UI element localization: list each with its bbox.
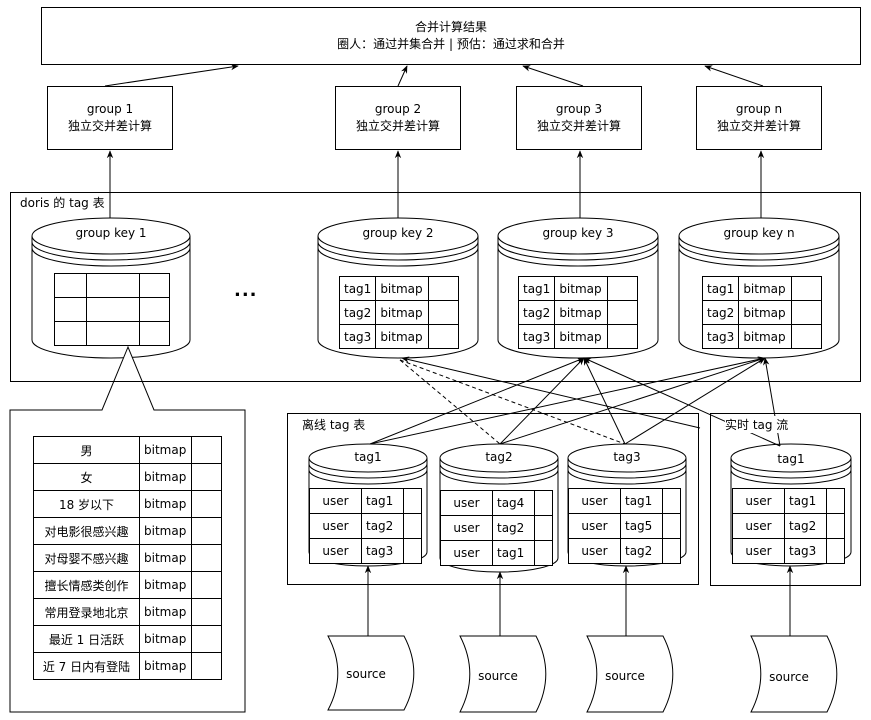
- doris-tag-table-label: doris 的 tag 表: [20, 196, 105, 210]
- realtime-tag1-title: tag1: [777, 452, 805, 466]
- merged-result-subtitle: 圈人：通过并集合并 | 预估：通过求和合并: [337, 37, 565, 51]
- dashed-links: [399, 359, 626, 445]
- ellipsis-indicator: ...: [234, 280, 258, 301]
- realtime-tag-stream-frame: [710, 413, 861, 586]
- source-shape-3: [586, 635, 674, 713]
- source-to-table-arrows: [364, 565, 794, 636]
- group-to-result-arrows: [104, 63, 764, 87]
- group-box-2: group 2 独立交并差计算: [335, 86, 461, 150]
- group-desc: 独立交并差计算: [355, 119, 440, 133]
- group-key-n-title: group key n: [723, 226, 795, 240]
- offline-tag2-title: tag2: [485, 450, 513, 464]
- source-shape-4: [750, 635, 838, 713]
- group-key-1-grid: [54, 273, 170, 346]
- key-to-group-arrows: [106, 150, 765, 218]
- group-box-3: group 3 独立交并差计算: [516, 86, 642, 150]
- offline-tag1-title: tag1: [354, 450, 382, 464]
- group-key-2-title: group key 2: [362, 226, 434, 240]
- source-label-4: source: [769, 670, 809, 684]
- source-shape-1: [327, 635, 415, 711]
- source-label-2: source: [478, 669, 518, 683]
- group-name: group 2: [374, 102, 422, 116]
- group-desc: 独立交并差计算: [536, 119, 621, 133]
- offline-tag-table-label: 离线 tag 表: [302, 416, 366, 433]
- source-label-3: source: [605, 669, 645, 683]
- source-label-1: source: [346, 667, 386, 681]
- offline-tag3-title: tag3: [613, 450, 641, 464]
- group-name: group n: [735, 102, 783, 116]
- realtime-tag-stream-label: 实时 tag 流: [725, 416, 789, 433]
- merged-result-box: 合并计算结果 圈人：通过并集合并 | 预估：通过求和合并: [41, 7, 861, 65]
- group-key-1-title: group key 1: [75, 226, 147, 240]
- doris-tag-table-frame: [10, 192, 861, 382]
- group-box-1: group 1 独立交并差计算: [47, 86, 173, 150]
- group-box-n: group n 独立交并差计算: [696, 86, 822, 150]
- source-shape-2: [459, 635, 547, 713]
- offline-tag-table-frame: [287, 413, 699, 585]
- tag-to-key-arrows: [369, 356, 781, 447]
- group-desc: 独立交并差计算: [716, 119, 801, 133]
- merged-result-title: 合并计算结果: [414, 20, 487, 34]
- group-key-3-title: group key 3: [542, 226, 614, 240]
- source-shapes: [327, 635, 838, 713]
- group-desc: 独立交并差计算: [67, 119, 152, 133]
- group-name: group 3: [555, 102, 603, 116]
- group-name: group 1: [86, 102, 134, 116]
